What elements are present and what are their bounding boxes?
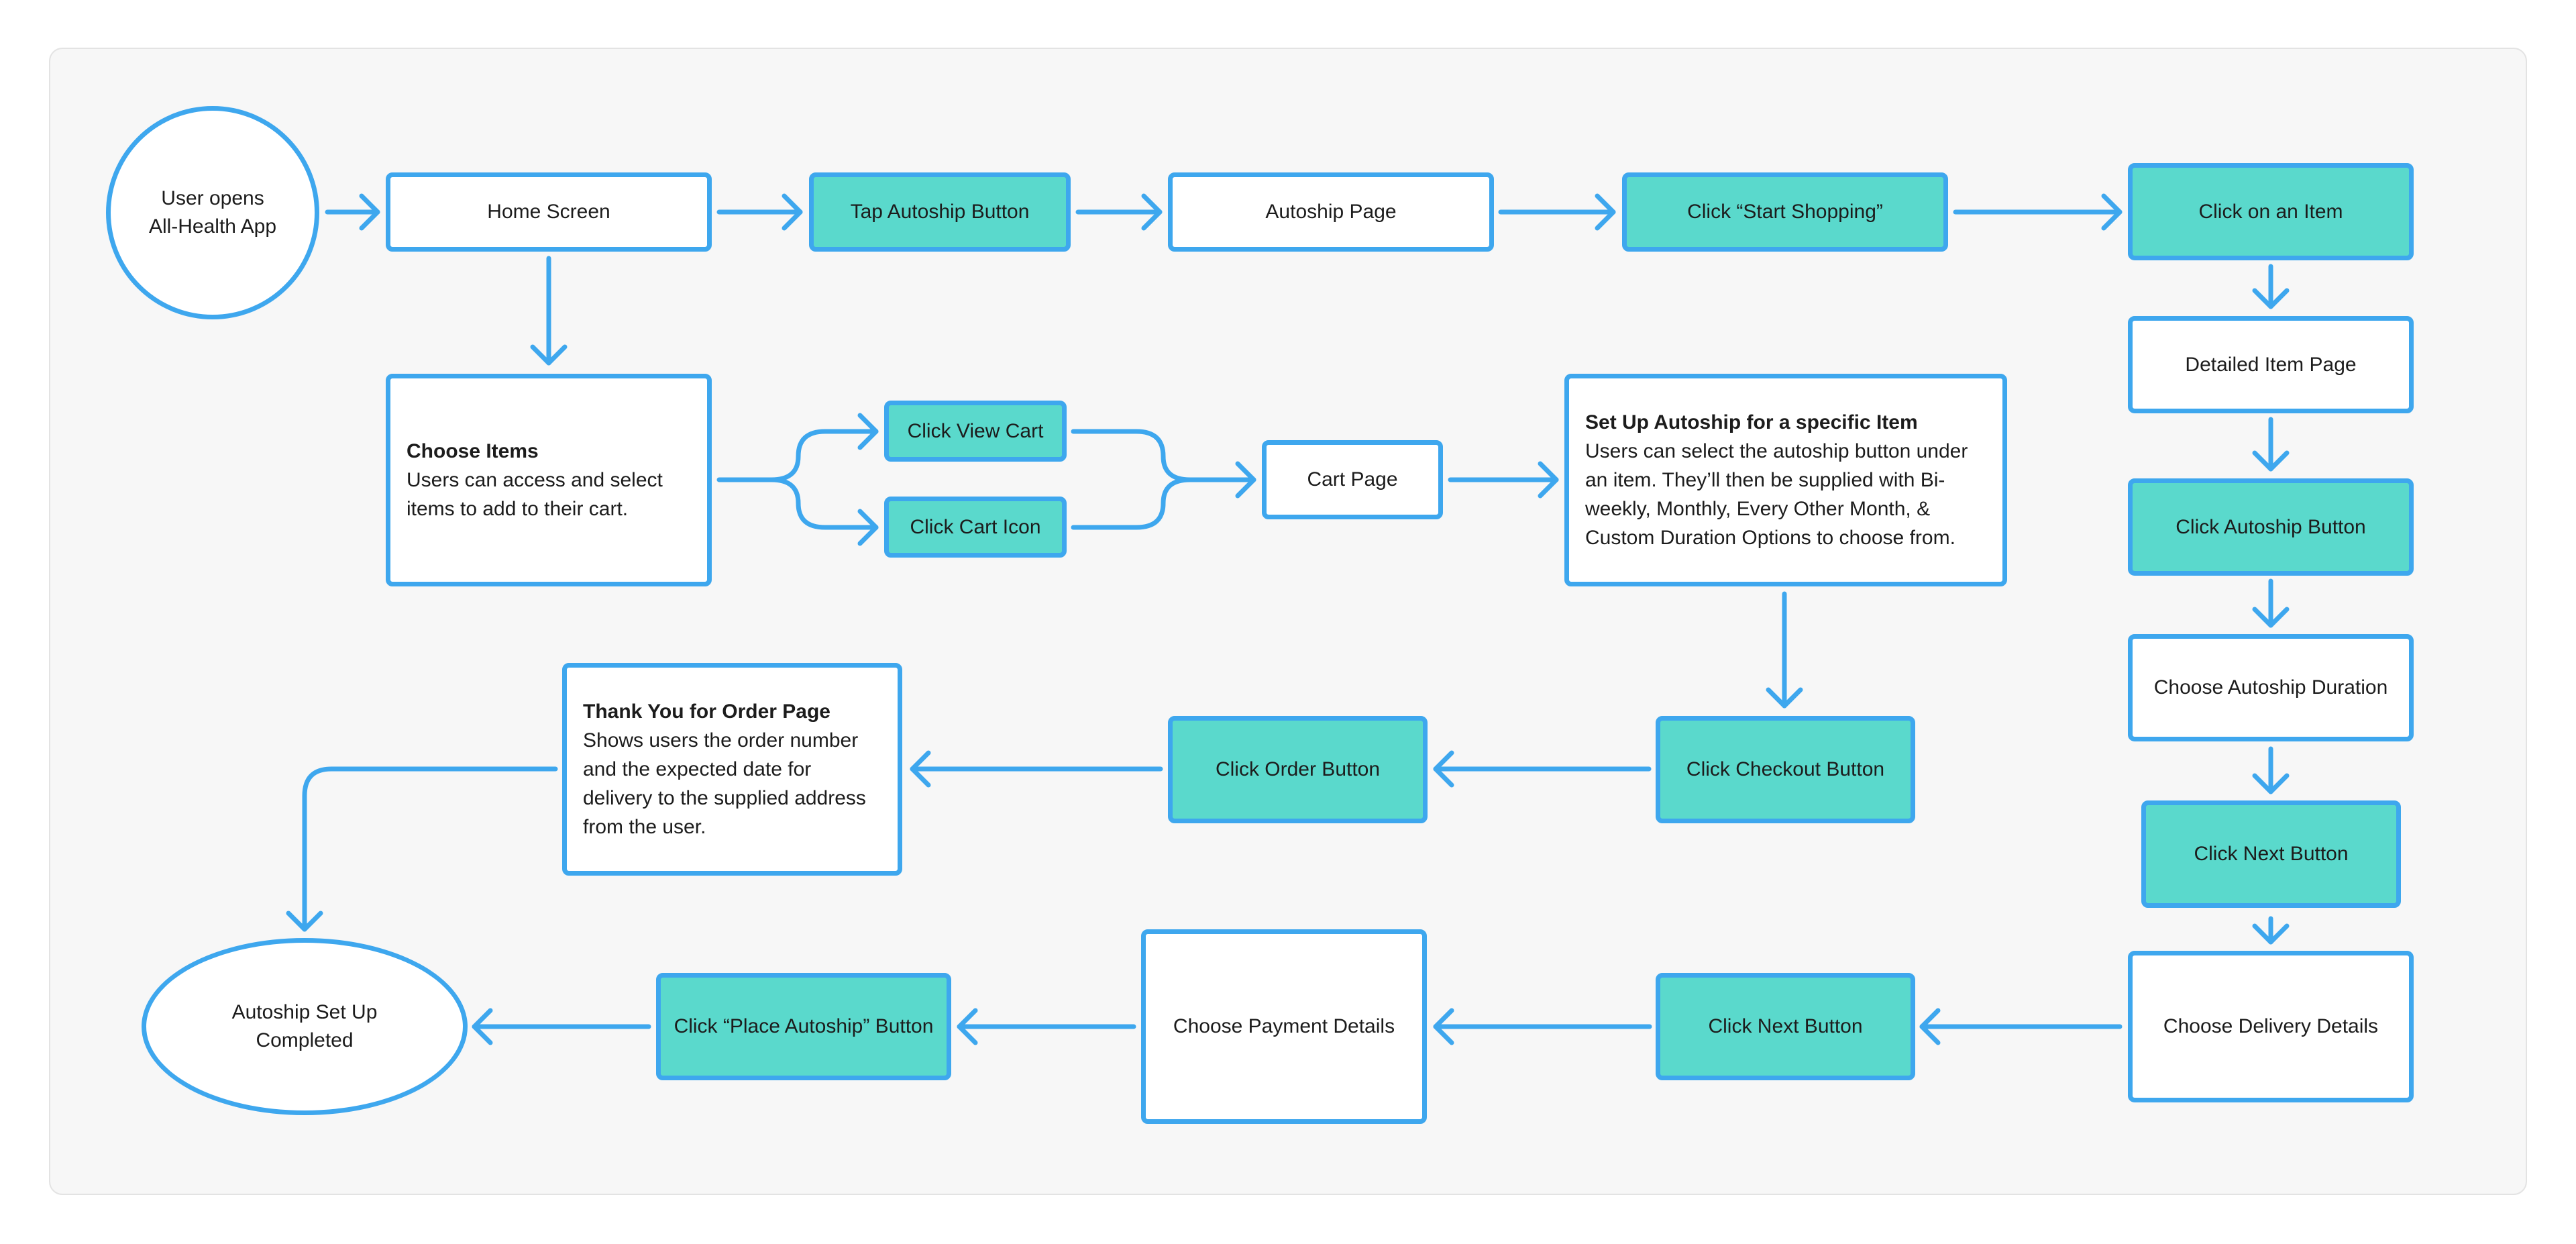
tap-autoship-button-node: Tap Autoship Button [809,172,1071,252]
arrow-place-autoship-to-completed [472,1008,651,1045]
arrow-payment-to-place-autoship [957,1008,1136,1045]
click-autoship-button-node: Click Autoship Button [2128,478,2414,576]
arrow-checkout-to-order [1433,750,1652,788]
arrow-next-to-payment [1433,1008,1652,1045]
autoship-page-node: Autoship Page [1168,172,1494,252]
detailed-item-page-node: Detailed Item Page [2128,316,2414,413]
arrow-cart-page-to-setup-autoship [1448,461,1559,499]
click-next-button-node-2: Click Next Button [1656,973,1915,1080]
arrow-start-to-home [325,193,380,231]
arrow-autoship-page-to-start-shopping [1498,193,1616,231]
thank-you-body: Shows users the order number and the exp… [583,729,866,838]
set-up-autoship-body: Users can select the autoship button und… [1585,440,1968,549]
arrow-thank-you-to-completed [286,766,558,932]
click-view-cart-node: Click View Cart [884,401,1067,462]
place-autoship-button-node: Click “Place Autoship” Button [656,973,951,1080]
arrow-start-shopping-to-click-item [1953,193,2123,231]
choose-autoship-duration-node: Choose Autoship Duration [2128,634,2414,741]
arrow-delivery-to-next [1919,1008,2123,1045]
home-screen-node: Home Screen [386,172,712,252]
arrow-cart-icon-to-cart-page [1071,477,1193,530]
arrow-choose-items-to-cart-icon [769,477,879,546]
choose-items-title: Choose Items [407,440,539,462]
choose-items-body: Users can access and select items to add… [407,469,663,520]
start-shopping-node: Click “Start Shopping” [1622,172,1948,252]
arrow-choose-items-to-view-cart [716,413,879,482]
arrow-click-item-to-detailed-page [2252,264,2290,309]
click-checkout-button-node: Click Checkout Button [1656,716,1915,823]
choose-payment-details-node: Choose Payment Details [1141,929,1427,1124]
arrow-tap-autoship-to-autoship-page [1075,193,1163,231]
set-up-autoship-title: Set Up Autoship for a specific Item [1585,411,1918,433]
arrow-click-autoship-to-duration [2252,578,2290,628]
arrow-duration-to-next [2252,746,2290,794]
arrow-next-to-delivery [2252,916,2290,945]
click-item-node: Click on an Item [2128,163,2414,260]
arrow-view-cart-to-cart-page [1071,429,1256,499]
arrow-home-to-tap-autoship [716,193,803,231]
arrow-setup-autoship-to-checkout [1766,591,1803,709]
click-next-button-node-1: Click Next Button [2141,800,2401,908]
thank-you-title: Thank You for Order Page [583,701,830,723]
set-up-autoship-note: Set Up Autoship for a specific Item User… [1564,374,2007,586]
thank-you-note: Thank You for Order Page Shows users the… [562,663,902,876]
cart-page-node: Cart Page [1262,440,1443,519]
autoship-completed-node: Autoship Set Up Completed [142,938,468,1115]
choose-items-note: Choose Items Users can access and select… [386,374,712,586]
arrow-order-to-thank-you [910,750,1163,788]
click-order-button-node: Click Order Button [1168,716,1428,823]
arrow-home-to-choose-items [530,256,568,366]
start-node: User opens All-Health App [106,106,319,319]
click-cart-icon-node: Click Cart Icon [884,497,1067,558]
choose-delivery-details-node: Choose Delivery Details [2128,951,2414,1102]
arrow-detailed-page-to-click-autoship [2252,417,2290,472]
